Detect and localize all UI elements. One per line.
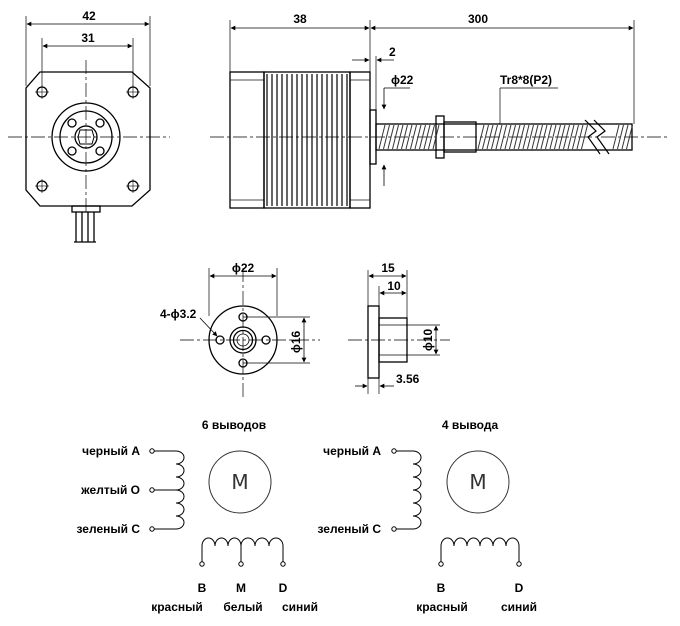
- lead-white-6: белый: [223, 600, 262, 614]
- dim-nut-hole-spacing-16: ϕ16: [289, 331, 303, 354]
- thread-line: [383, 124, 390, 150]
- dim-screw-length-300: 300: [468, 12, 488, 26]
- cooling-fins: [266, 74, 348, 206]
- thread-line: [491, 124, 498, 150]
- wiring-6-diagram: [149, 448, 286, 567]
- thread-line: [612, 124, 620, 150]
- thread-line: [576, 124, 584, 150]
- thread-line: [414, 124, 422, 150]
- thread-line: [423, 124, 431, 150]
- thread-line: [396, 124, 404, 150]
- thread-line: [428, 124, 435, 150]
- lead-black-a-6: черный A: [82, 444, 140, 458]
- thread-line: [545, 124, 552, 150]
- thread-line: [504, 124, 512, 150]
- nut-side-view: [348, 270, 450, 394]
- nut-front-view: [180, 268, 320, 400]
- dim-nut-diameter-22: ϕ22: [232, 261, 255, 275]
- thread-line: [536, 124, 543, 150]
- thread-line: [531, 124, 539, 150]
- lead-blue-6: синий: [282, 600, 318, 614]
- lead-d-letter-6: D: [279, 581, 288, 595]
- dim-width-42: 42: [82, 9, 96, 23]
- thread-line: [572, 124, 579, 150]
- thread-line: [405, 124, 413, 150]
- thread-line: [387, 124, 395, 150]
- thread-line: [477, 124, 485, 150]
- side-view-dimensions: [229, 20, 635, 186]
- lead-green-c-4: зеленый C: [318, 522, 382, 536]
- lead-b-letter-6: B: [198, 581, 207, 595]
- wiring-4-diagram: [391, 448, 522, 567]
- thread-line: [495, 124, 503, 150]
- thread-line: [626, 124, 633, 150]
- thread-line: [392, 124, 399, 150]
- thread-line: [567, 124, 575, 150]
- dim-hole-spacing-31: 31: [81, 31, 95, 45]
- motor-front-view: [8, 16, 170, 243]
- lead-black-a-4: черный A: [323, 444, 381, 458]
- thread-line: [432, 124, 440, 150]
- motor-symbol-4: M: [469, 470, 486, 494]
- lead-yellow-o-6: желтый O: [80, 483, 140, 497]
- wiring-4-title: 4 вывода: [442, 418, 499, 432]
- thread-line: [500, 124, 507, 150]
- thread-line: [378, 124, 386, 150]
- dim-body-length-38: 38: [293, 12, 307, 26]
- dim-boss-2: 2: [389, 45, 396, 59]
- thread-line: [410, 124, 417, 150]
- lead-m-letter-6: M: [236, 581, 246, 595]
- thread-line: [482, 124, 489, 150]
- dim-nut-holes: 4-ϕ3.2: [160, 307, 197, 321]
- dim-boss-diameter-22: ϕ22: [391, 73, 414, 87]
- thread-line: [486, 124, 494, 150]
- dim-nut-body-10: 10: [387, 279, 401, 293]
- thread-line: [540, 124, 548, 150]
- thread-line: [563, 124, 570, 150]
- lead-blue-4: синий: [501, 600, 537, 614]
- lead-red-6: красный: [151, 600, 203, 614]
- lead-d-letter-4: D: [515, 581, 524, 595]
- thread-line: [558, 124, 566, 150]
- dim-nut-length-15: 15: [381, 261, 395, 275]
- thread-spec: Tr8*8(P2): [500, 73, 552, 87]
- thread-line: [518, 124, 525, 150]
- thread-line: [554, 124, 561, 150]
- wiring-6-title: 6 выводов: [202, 418, 266, 432]
- thread-line: [581, 124, 588, 150]
- motor-side-view: [210, 71, 670, 209]
- thread-line: [509, 124, 516, 150]
- thread-line: [549, 124, 557, 150]
- thread-line: [621, 124, 629, 150]
- screw-threads: [378, 124, 633, 150]
- thread-line: [419, 124, 426, 150]
- thread-line: [513, 124, 521, 150]
- dim-nut-diameter-10: ϕ10: [421, 329, 435, 352]
- thread-line: [522, 124, 530, 150]
- motor-symbol-6: M: [231, 470, 248, 494]
- lead-red-4: красный: [416, 600, 468, 614]
- lead-b-letter-4: B: [437, 581, 446, 595]
- thread-line: [617, 124, 624, 150]
- thread-line: [401, 124, 408, 150]
- thread-line: [527, 124, 534, 150]
- lead-green-c-6: зеленый C: [77, 522, 141, 536]
- dim-nut-flange-356: 3.56: [396, 372, 420, 386]
